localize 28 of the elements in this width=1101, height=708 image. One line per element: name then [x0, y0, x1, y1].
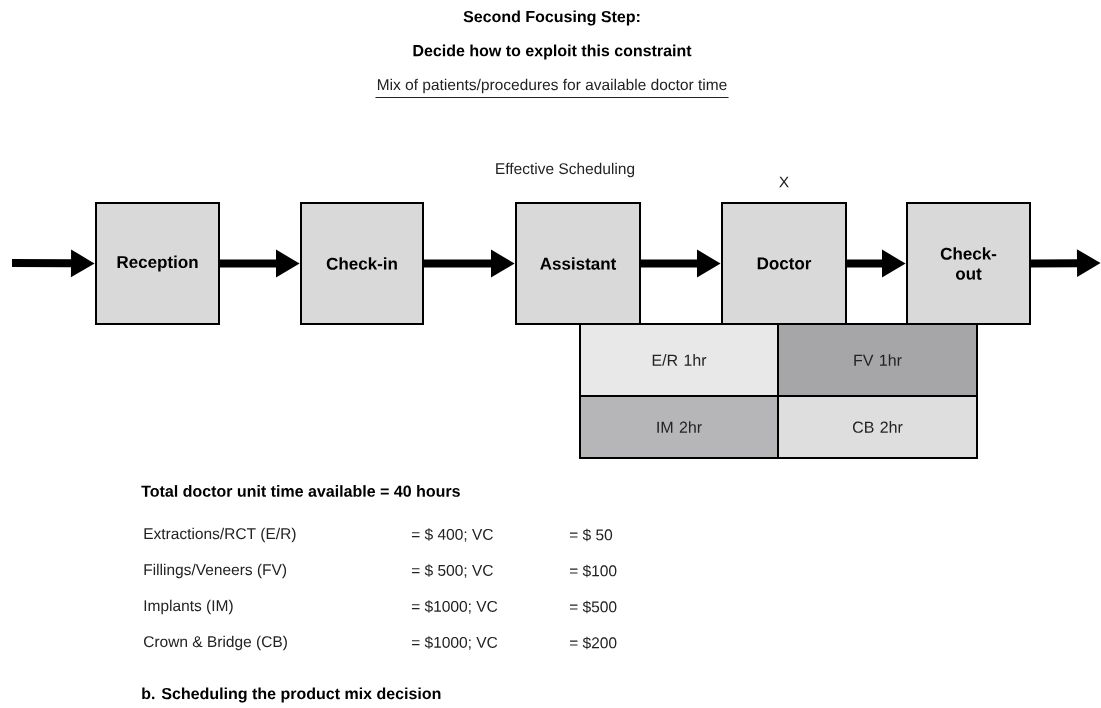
table-text: = $ 400; VC [411, 528, 493, 542]
table-text: = $200 [569, 636, 617, 650]
table-text: Fillings/Veneers (FV) [144, 563, 287, 579]
schedule-cell: CB 2hr [777, 395, 978, 459]
table-text: = $ 500; VC [411, 564, 493, 578]
table-text: Crown & Bridge (CB) [144, 635, 287, 651]
table-text: = $500 [569, 600, 617, 614]
title: Second Focusing Step: [463, 10, 640, 26]
subtitle: Decide how to exploit this constraint [413, 44, 692, 60]
schedule-cell: IM 2hr [579, 395, 779, 459]
annotation: Effective Scheduling [496, 162, 635, 178]
constraint-mark: X [779, 176, 789, 188]
process-box: Doctor [721, 202, 847, 325]
table-text: Extractions/RCT (E/R) [144, 527, 296, 543]
table-text: = $ 50 [569, 528, 613, 542]
caption: b. Scheduling the product mix decision [142, 687, 441, 703]
process-box: Check-out [906, 202, 1031, 325]
table-text: = $100 [569, 564, 617, 578]
table-text: = $1000; VC [411, 600, 498, 614]
table-text: Implants (IM) [144, 599, 233, 615]
schedule-cell: FV 1hr [777, 323, 978, 397]
process-box: Check-in [300, 202, 424, 325]
heading: Mix of patients/procedures for available doctor time [375, 78, 730, 98]
table-text: = $1000; VC [411, 636, 498, 650]
total-note: Total doctor unit time available = 40 hours [141, 485, 460, 497]
process-box: Assistant [515, 202, 641, 325]
process-box: Reception [95, 202, 220, 325]
schedule-cell: E/R 1hr [579, 323, 779, 397]
